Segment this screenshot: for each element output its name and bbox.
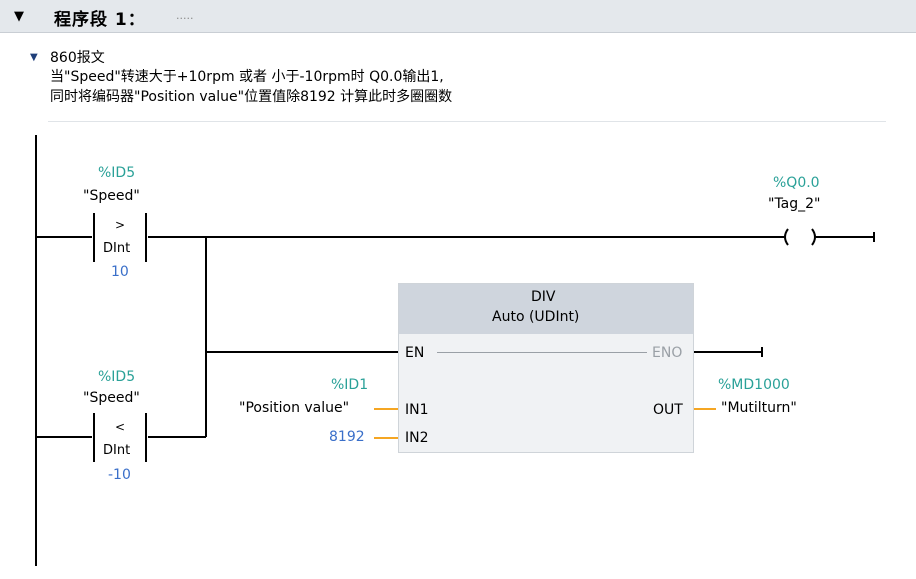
- div-pin-in1: IN1: [405, 402, 429, 418]
- div-datatype[interactable]: Auto (UDInt): [492, 309, 580, 325]
- contact1-value[interactable]: 10: [111, 264, 129, 280]
- in1-tag[interactable]: "Position value": [239, 400, 350, 416]
- contact2-value[interactable]: -10: [108, 467, 131, 483]
- div-name: DIV: [531, 289, 556, 305]
- comment-collapse-icon[interactable]: ▼: [30, 52, 38, 63]
- network-title[interactable]: 程序段 1：: [54, 10, 146, 30]
- out-address[interactable]: %MD1000: [718, 377, 790, 393]
- network-collapse-icon[interactable]: ▼: [14, 9, 24, 24]
- coil-address[interactable]: %Q0.0: [773, 175, 820, 191]
- div-instruction-box[interactable]: DIV Auto (UDInt) EN ENO IN1 IN2 OUT: [398, 283, 694, 453]
- contact1-type[interactable]: DInt: [103, 241, 131, 256]
- comment-line-1[interactable]: 当"Speed"转速大于+10rpm 或者 小于-10rpm时 Q0.0输出1,: [50, 69, 444, 85]
- contact2-operator: <: [115, 420, 126, 434]
- comment-separator: [48, 121, 886, 122]
- contact1-address[interactable]: %ID5: [98, 165, 136, 181]
- comment-title[interactable]: 860报文: [50, 50, 105, 66]
- coil-tag[interactable]: "Tag_2": [768, 196, 821, 212]
- network-title-placeholder[interactable]: .....: [176, 9, 194, 22]
- div-pin-out: OUT: [653, 402, 683, 418]
- contact1-tag[interactable]: "Speed": [83, 188, 140, 204]
- contact1-operator: >: [115, 218, 126, 232]
- div-box-header: [399, 284, 693, 334]
- contact2-type[interactable]: DInt: [103, 443, 131, 458]
- network-header: ▼ 程序段 1： .....: [0, 0, 916, 33]
- in1-address[interactable]: %ID1: [331, 377, 369, 393]
- contact2-address[interactable]: %ID5: [98, 369, 136, 385]
- out-tag[interactable]: "Mutilturn": [721, 400, 797, 416]
- div-pin-in2: IN2: [405, 430, 429, 446]
- div-pin-eno: ENO: [652, 345, 683, 361]
- coil-left-arc: [784, 228, 789, 246]
- contact2-tag[interactable]: "Speed": [83, 390, 140, 406]
- comment-line-2[interactable]: 同时将编码器"Position value"位置值除8192 计算此时多圈圈数: [50, 89, 453, 105]
- div-pin-en: EN: [405, 345, 425, 361]
- in2-value[interactable]: 8192: [329, 429, 365, 445]
- coil-right-arc: [811, 228, 816, 246]
- div-en-eno-line: [437, 352, 647, 353]
